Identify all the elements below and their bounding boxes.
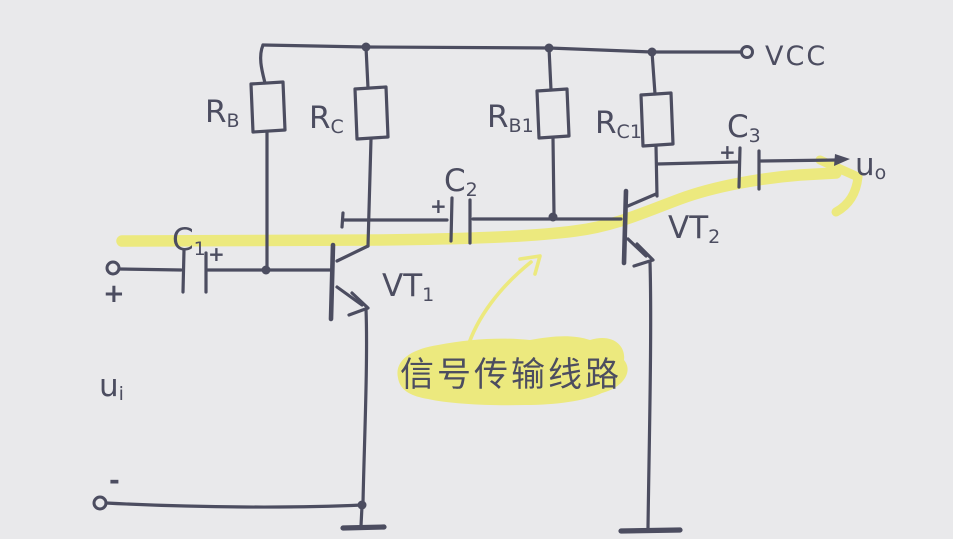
vt2-emitter xyxy=(626,237,648,258)
wire-rc1-top-lead xyxy=(650,50,657,96)
annotation-arrowhead xyxy=(518,254,542,276)
vcc-terminal xyxy=(740,45,754,59)
output-arrowhead xyxy=(834,154,850,166)
input-minus-sign: - xyxy=(109,466,120,496)
vt2-base-bar xyxy=(621,188,629,266)
input-terminal-positive xyxy=(105,260,121,276)
junction-dot-rc1-rail xyxy=(647,47,657,57)
capacitor-c1-plate-left xyxy=(181,248,186,294)
resistor-rc1-box xyxy=(639,91,675,148)
vt2-collector xyxy=(626,192,658,208)
junction-dot-ground1 xyxy=(357,500,367,510)
junction-dot-rc-rail xyxy=(361,42,371,52)
label-c2: C2 xyxy=(444,163,478,201)
signal-path-arrowhead xyxy=(815,155,863,182)
input-plus-sign: + xyxy=(103,279,125,309)
wire-rc-top-lead xyxy=(364,45,370,90)
vt1-emitter-arrowhead xyxy=(347,291,370,317)
wire-bottom-return xyxy=(104,501,364,509)
vt1-collector xyxy=(335,244,370,263)
label-rc: RC xyxy=(309,100,344,138)
signal-path-arrowhead-curl xyxy=(831,172,863,217)
junction-dot-vt2-base xyxy=(548,212,558,222)
wire-rb-top-lead xyxy=(259,43,267,85)
label-c1: C1 xyxy=(172,222,206,260)
junction-dot-vt1-base xyxy=(261,265,271,275)
wire-rc-bottom-lead xyxy=(366,137,373,248)
c3-polarity-sign: + xyxy=(719,140,736,164)
c1-polarity-sign: + xyxy=(208,242,225,266)
vt1-emitter xyxy=(335,285,364,307)
wire-rb1-bottom-lead xyxy=(551,136,556,216)
resistor-rb1-box xyxy=(535,87,571,140)
input-terminal-negative xyxy=(92,495,108,511)
label-uo: uo xyxy=(855,147,886,184)
wire-rc-to-c2-tick xyxy=(340,211,345,229)
wire-vt1-emitter-lead xyxy=(361,307,369,505)
annotation-text: 信号传输线路 xyxy=(400,355,622,395)
label-vcc: VCC xyxy=(765,41,827,72)
label-rb: RB xyxy=(205,94,240,132)
signal-path-highlight xyxy=(116,155,863,247)
c2-polarity-sign: + xyxy=(430,194,447,218)
wire-c3-to-output xyxy=(759,158,839,163)
label-ui: ui xyxy=(99,368,124,405)
ground1-bar xyxy=(340,524,387,531)
vt2-emitter-arrowhead xyxy=(632,242,655,268)
resistor-rc-box xyxy=(353,85,390,141)
label-rb1: RB1 xyxy=(487,99,534,137)
signal-path-band xyxy=(116,167,842,247)
wire-vt2-emitter-lead xyxy=(646,260,653,530)
wire-rc1-bottom-lead xyxy=(654,144,659,198)
capacitor-c2-plate-left xyxy=(449,196,454,243)
annotation-blob xyxy=(397,336,628,406)
annotation-callout xyxy=(397,254,628,406)
label-vt2: VT2 xyxy=(668,210,720,248)
ground2-bar xyxy=(618,527,683,534)
wire-input-to-c1 xyxy=(117,267,183,272)
resistor-rb-box xyxy=(249,80,287,134)
wire-vcc-rail xyxy=(261,43,744,54)
annotation-arrow-shaft xyxy=(465,260,533,351)
label-c3: C3 xyxy=(727,109,761,147)
vt1-base-bar xyxy=(328,242,336,322)
label-rc1: RC1 xyxy=(595,105,642,143)
label-vt1: VT1 xyxy=(382,268,434,306)
wire-vt2-collector-to-c3 xyxy=(655,160,739,166)
junction-dot-rb1-rail xyxy=(544,43,554,53)
capacitor-c3-plate-left xyxy=(737,146,742,189)
wire-rb1-top-lead xyxy=(547,46,553,92)
